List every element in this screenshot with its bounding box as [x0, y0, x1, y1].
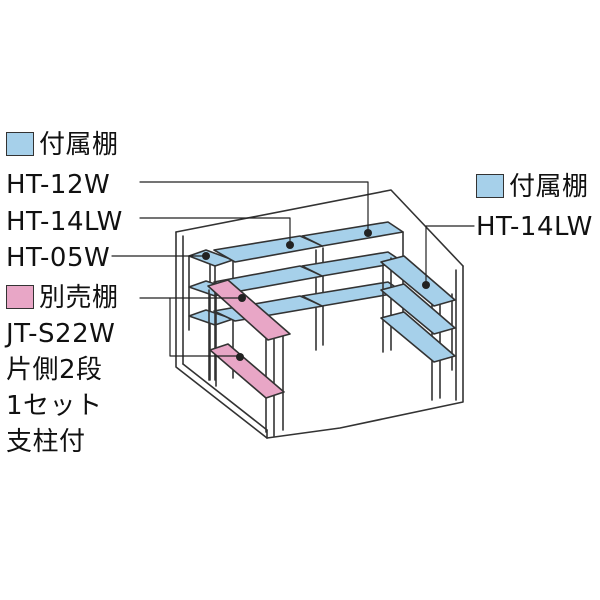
shelf-board-ht-12w [301, 221, 404, 247]
legend-attached-left: 付属棚 [6, 130, 119, 160]
separate-shelf-jt-s22w [207, 279, 291, 437]
leader-ht-14lw-right [425, 225, 475, 285]
attached-shelf-right [380, 255, 456, 401]
shelf-board-right-top [380, 255, 456, 307]
label-ht-05w: HT-05W [6, 243, 111, 273]
dot-ht-05w [202, 252, 210, 260]
label-ht-12w: HT-12W [6, 170, 111, 200]
label-one-set: 1セット [6, 391, 103, 421]
legend-separate-title: 別売棚 [39, 283, 119, 313]
attached-color-swatch [6, 132, 34, 156]
legend-separate: 別売棚 [6, 283, 119, 313]
dot-ht-14lw [286, 241, 294, 249]
legend-attached-title-right: 付属棚 [509, 172, 589, 202]
leader-jt-s22w [139, 297, 241, 357]
shelf-board-right-low [380, 311, 456, 363]
label-ht-14lw: HT-14LW [6, 207, 123, 237]
shelf-board-right-mid [380, 283, 456, 335]
callout-dots [202, 229, 430, 361]
dot-jt-s22w-bottom [236, 353, 244, 361]
leader-ht-14lw [139, 217, 291, 245]
label-jt-s22w: JT-S22W [6, 319, 116, 349]
leader-lines [111, 181, 475, 357]
leader-ht-12w [139, 181, 369, 233]
attached-color-swatch-right [476, 174, 504, 198]
label-with-posts: 支柱付 [6, 427, 86, 457]
pink-shelf-board-bottom [209, 343, 285, 399]
label-one-side-2-tier: 片側2段 [6, 355, 103, 385]
shelf-board-ht-14lw [213, 235, 324, 263]
dot-ht-14lw-right [422, 281, 430, 289]
dot-ht-12w [364, 229, 372, 237]
separate-color-swatch [6, 285, 34, 309]
legend-attached-right: 付属棚 [476, 172, 589, 202]
label-ht-14lw-right: HT-14LW [476, 212, 593, 242]
legend-attached-title: 付属棚 [39, 130, 119, 160]
dot-jt-s22w-top [238, 294, 246, 302]
pink-shelf-board-top [207, 279, 291, 341]
